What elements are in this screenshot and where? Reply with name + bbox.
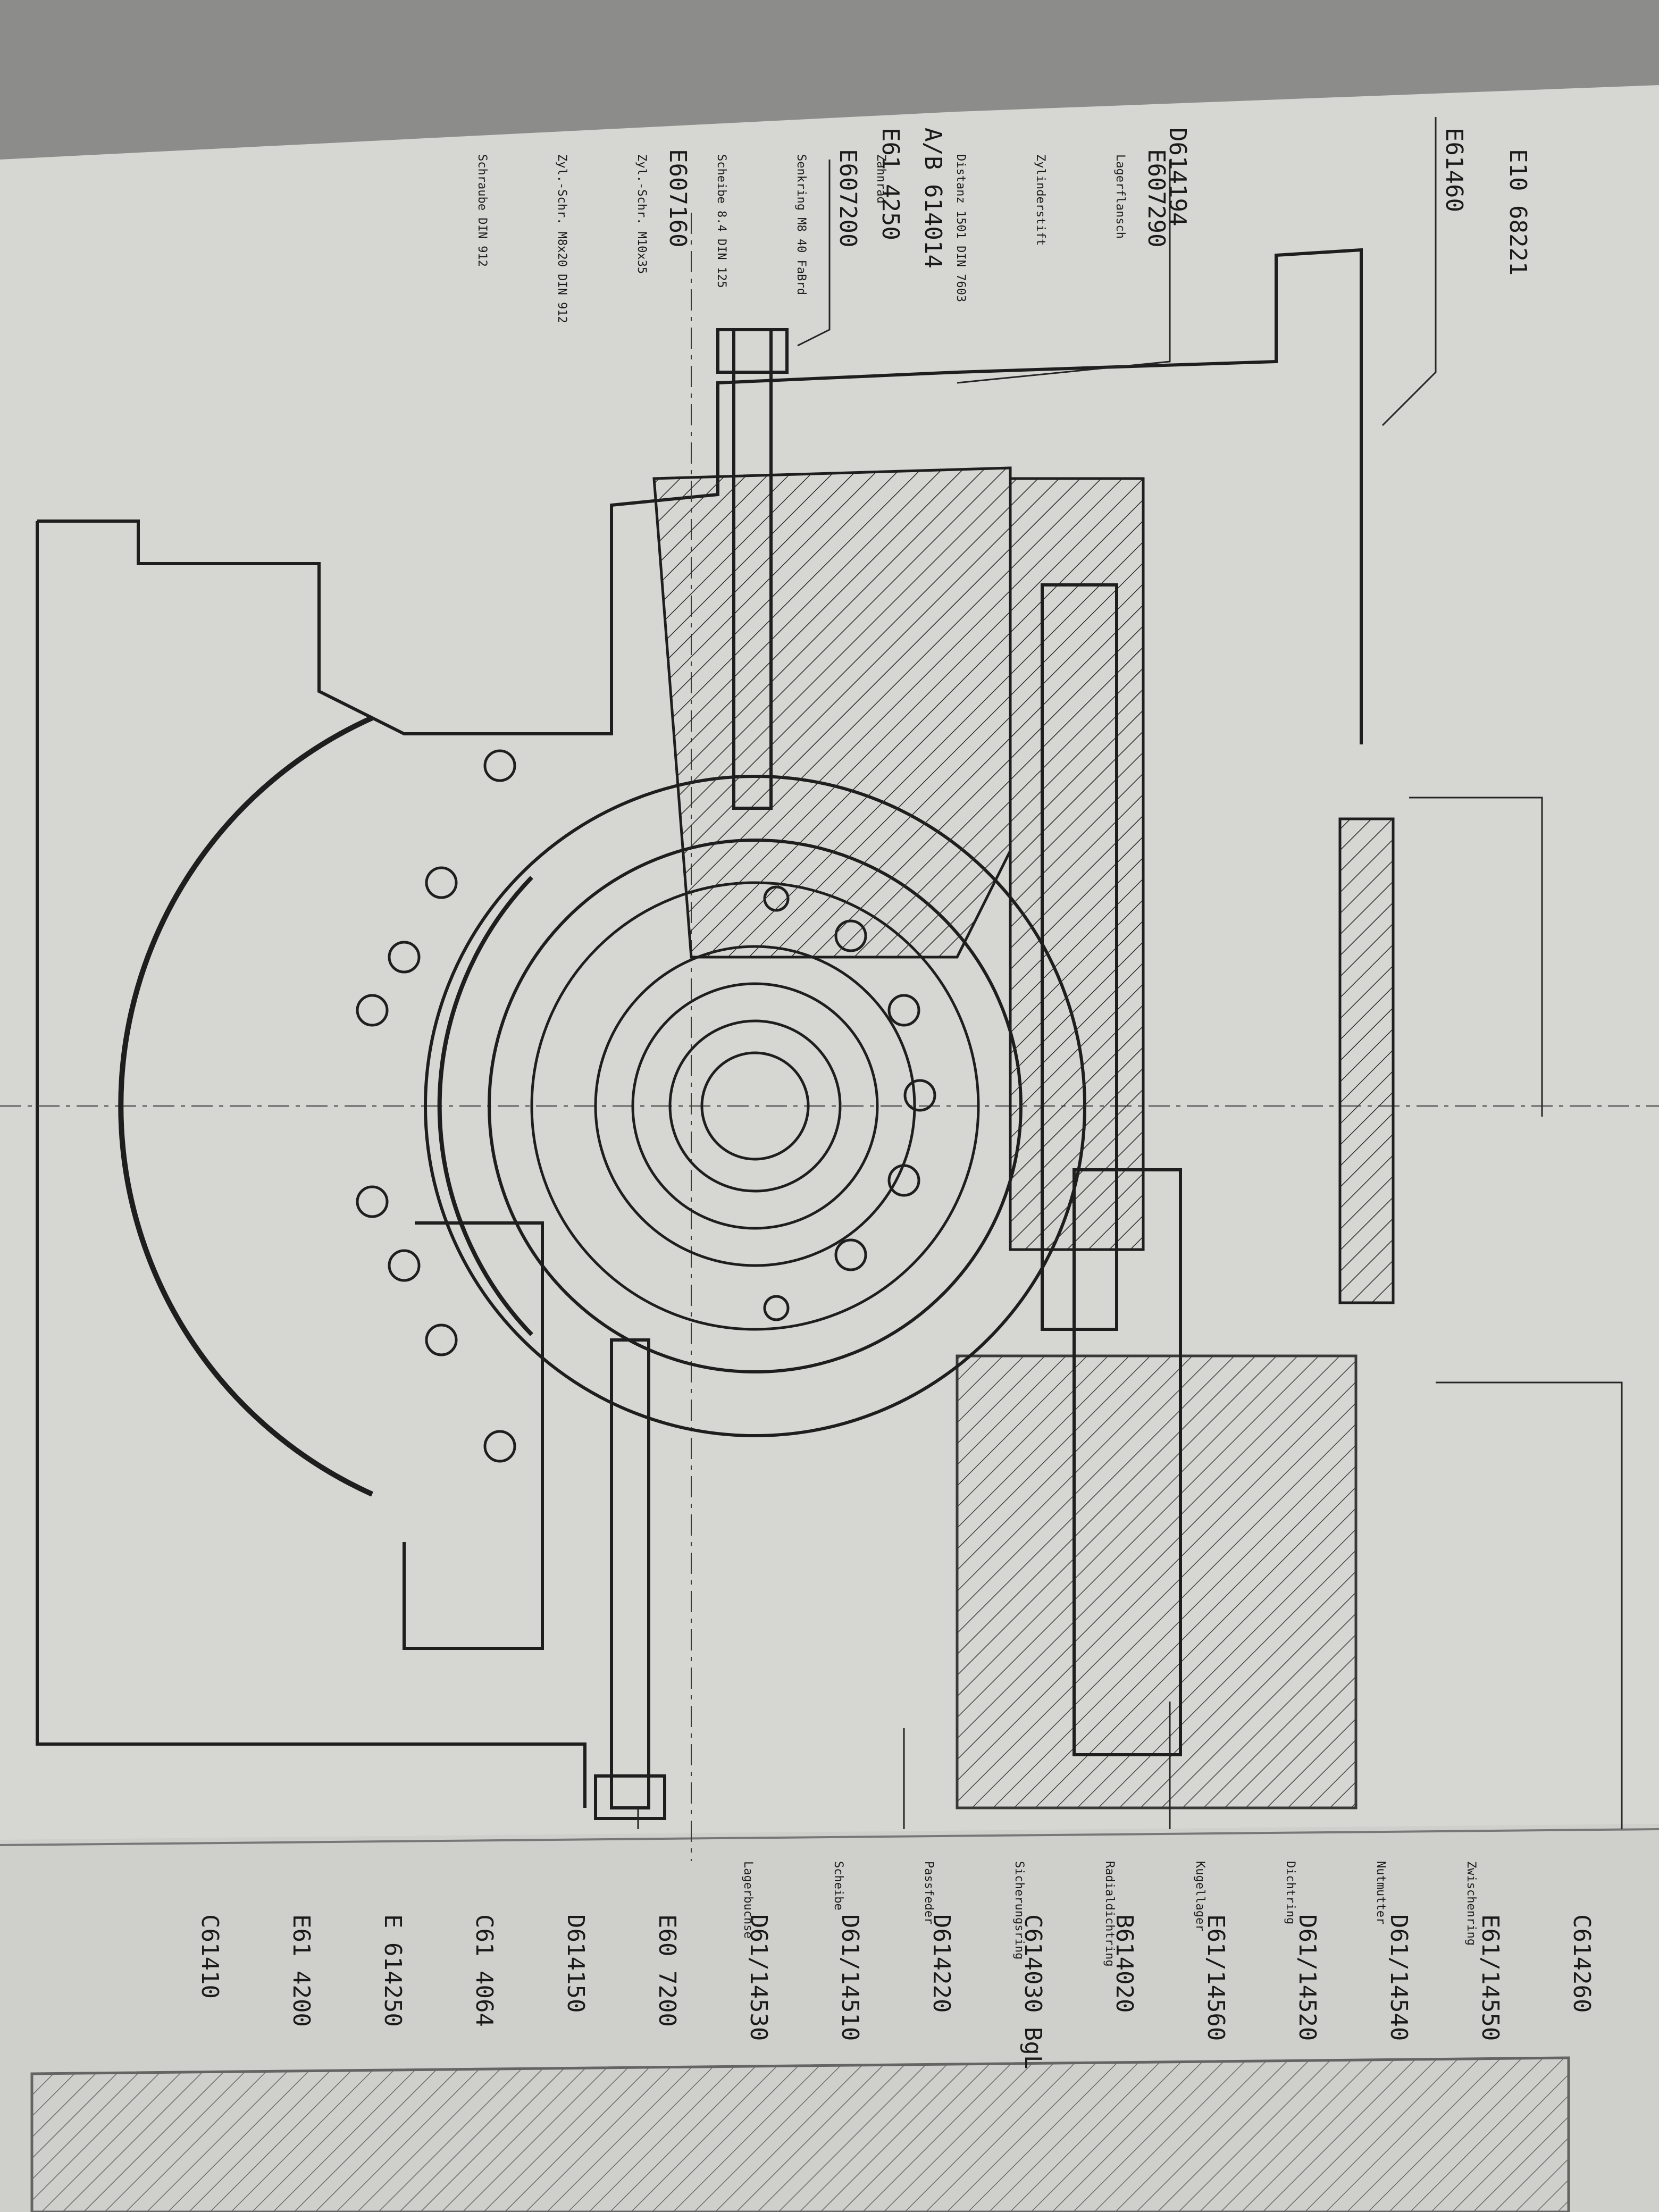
part-number-callout: D614220 — [928, 1914, 955, 2013]
note-label: Lagerbuchse — [741, 1861, 755, 1939]
part-number-callout: E61460 — [1440, 128, 1468, 212]
part-number-callout: D614194 — [1164, 128, 1191, 226]
note-label: Schraube DIN 912 — [475, 154, 489, 267]
leader-lines — [637, 117, 1623, 1829]
part-number-callout: E61/14560 — [1202, 1914, 1229, 2041]
part-number-callout: D61/14540 — [1385, 1914, 1412, 2041]
sheet-fold-line — [0, 1828, 1659, 1846]
shafts-and-bolts — [594, 328, 1182, 1820]
note-column: Schraube DIN 912 Zyl.-Schr. M8x20 DIN 912… — [475, 154, 1478, 1967]
part-number-callout: E10 68221 — [1504, 149, 1531, 275]
part-number-callout: E607290 — [1143, 149, 1170, 247]
paper-sheet-upper — [0, 85, 1659, 1840]
part-number-callout: E607200 — [834, 149, 861, 247]
note-label: Passfeder — [922, 1861, 935, 1924]
note-label: Kugellager — [1193, 1861, 1206, 1931]
housing-outline — [36, 248, 1363, 1808]
part-number-callout: D61/14520 — [1294, 1914, 1321, 2041]
note-label: Zwischenring — [1464, 1861, 1478, 1946]
part-number-callout: E61/14550 — [1477, 1914, 1504, 2041]
part-number-callout: E60 7200 — [653, 1914, 681, 2027]
part-number-callout: C61 4064 — [471, 1914, 498, 2027]
note-label: Zylinderstift — [1034, 154, 1047, 246]
part-number-callout: D61/14530 — [745, 1914, 772, 2041]
part-number-callout: B614020 — [1111, 1914, 1138, 2013]
part-number-callout: C614260 — [1568, 1914, 1595, 2013]
note-label: Zyl.-Schr. M8x20 DIN 912 — [555, 154, 568, 323]
part-number-callout: D614150 — [562, 1914, 589, 2013]
note-label: Senkring M8 40 FaBrd — [794, 154, 808, 295]
note-label: Zyl.-Schr. M10x35 — [635, 154, 648, 274]
note-label: Lagerflansch — [1113, 154, 1127, 239]
note-label: Zahnrad — [874, 154, 887, 204]
note-label: Sicherungsring — [1012, 1861, 1026, 1959]
note-label: Nutmutter — [1374, 1861, 1387, 1924]
note-label: Scheibe 8.4 DIN 125 — [715, 154, 728, 288]
part-number-callout: C614030 BgL — [1019, 1914, 1046, 2069]
main-bearing-housing — [118, 715, 1086, 1497]
note-label: Radialdichtring — [1103, 1861, 1116, 1967]
note-label: Distanz 1501 DIN 7603 — [954, 154, 967, 302]
part-number-callout: E 614250 — [379, 1914, 406, 2027]
bottom-profile-rail — [30, 2056, 1570, 2212]
note-label: Dichtring — [1284, 1861, 1297, 1924]
note-label: Scheibe — [832, 1861, 845, 1911]
hatched-housing-section — [652, 466, 1395, 1809]
part-number-callout: A/B 614014 — [919, 128, 946, 269]
part-number-callout: E61 4250 — [877, 128, 904, 240]
part-number-callout: E61 4200 — [288, 1914, 315, 2027]
callout-column-bottom: C61410 E61 4200 E 614250 C61 4064 D614150 E60… — [196, 1914, 1595, 2069]
part-number-callout: E607160 — [664, 149, 691, 247]
part-number-callout: D61/14510 — [836, 1914, 864, 2041]
part-number-callout: C61410 — [196, 1914, 223, 1999]
